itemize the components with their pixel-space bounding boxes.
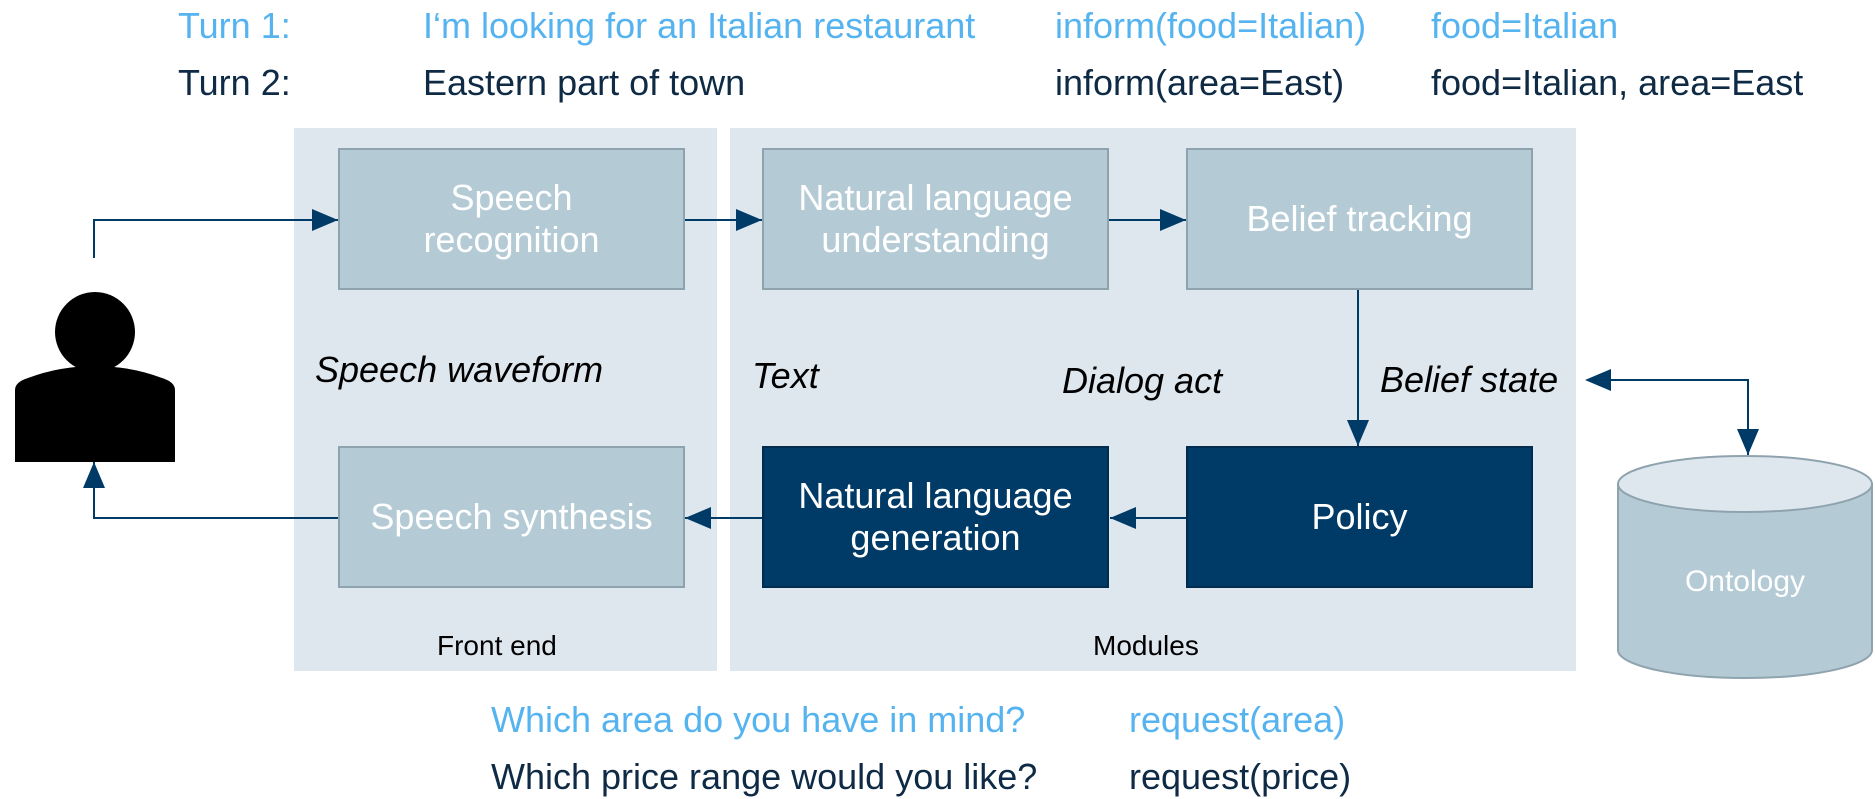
- turn-1-label: Turn 1:: [178, 5, 291, 46]
- system-response-1-utterance: Which area do you have in mind?: [491, 699, 1026, 740]
- nlg-module: Natural language generation: [762, 446, 1109, 588]
- speech-recognition-label: Speech recognition: [423, 177, 600, 260]
- policy-label: Policy: [1311, 496, 1408, 537]
- turn-1-utterance: I‘m looking for an Italian restaurant: [423, 5, 976, 46]
- system-response-2-dialog-act: request(price): [1129, 756, 1352, 797]
- speech-synthesis-label: Speech synthesis: [370, 496, 653, 537]
- turn-1-belief: food=Italian: [1431, 5, 1619, 46]
- front-end-panel-label: Front end: [437, 630, 557, 661]
- speech-synthesis-module: Speech synthesis: [338, 446, 685, 588]
- database-cylinder-icon: [1617, 455, 1873, 679]
- ontology-label: Ontology: [1684, 565, 1806, 598]
- belief-tracking-label: Belief tracking: [1246, 198, 1473, 239]
- turn-2-belief: food=Italian, area=East: [1431, 62, 1804, 103]
- modules-panel-label: Modules: [1093, 630, 1199, 661]
- nlg-label: Natural language generation: [798, 475, 1073, 558]
- system-response-1-dialog-act: request(area): [1129, 699, 1346, 740]
- speech-waveform-label: Speech waveform: [315, 349, 604, 390]
- person-icon: [15, 292, 175, 462]
- nlu-module: Natural language understanding: [762, 148, 1109, 290]
- turn-2-dialog-act: inform(area=East): [1055, 62, 1345, 103]
- system-response-2-utterance: Which price range would you like?: [491, 756, 1038, 797]
- belief-state-label: Belief state: [1380, 359, 1559, 400]
- nlu-label: Natural language understanding: [798, 177, 1073, 260]
- policy-module: Policy: [1186, 446, 1533, 588]
- turn-2-utterance: Eastern part of town: [423, 62, 746, 103]
- turn-1-dialog-act: inform(food=Italian): [1055, 5, 1367, 46]
- turn-2-label: Turn 2:: [178, 62, 291, 103]
- speech-recognition-module: Speech recognition: [338, 148, 685, 290]
- ontology-database: Ontology: [1616, 452, 1874, 680]
- text-label: Text: [752, 355, 819, 396]
- belief-tracking-module: Belief tracking: [1186, 148, 1533, 290]
- dialog-act-label: Dialog act: [1062, 360, 1223, 401]
